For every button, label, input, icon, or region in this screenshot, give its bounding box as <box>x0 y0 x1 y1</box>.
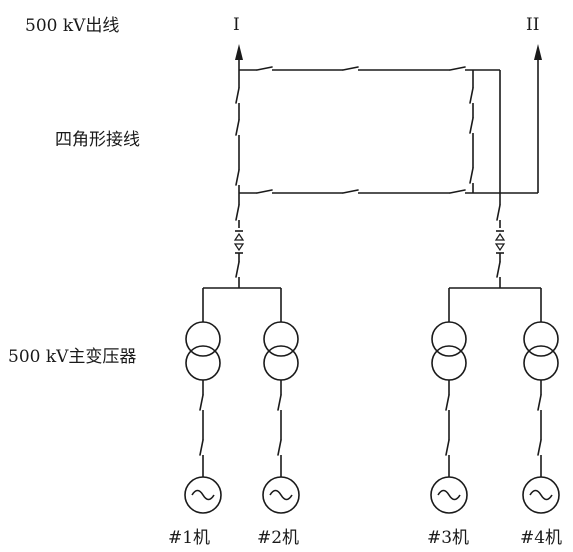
right-transformer-branch <box>448 204 542 322</box>
transformer-4 <box>523 321 559 381</box>
generator-feeder-1 <box>199 380 204 477</box>
generator-4-label: #4机 <box>520 528 562 548</box>
generator-feeder-3 <box>445 380 450 477</box>
left-transformer-branch <box>202 204 282 322</box>
transformer-3 <box>431 321 467 381</box>
transformer-1 <box>185 321 221 381</box>
four-corner-ring <box>239 66 538 205</box>
generator-3-label: #3机 <box>427 528 469 548</box>
generator-3 <box>430 476 468 514</box>
main-transformers-label: 500 kV主变压器 <box>8 347 136 367</box>
generator-4 <box>522 476 560 514</box>
transformer-2 <box>263 321 299 381</box>
generator-feeder-4 <box>537 380 542 477</box>
generator-1 <box>184 476 222 514</box>
outgoing-line-1 <box>235 44 243 205</box>
line-1-numeral: I <box>233 15 240 35</box>
line-2-numeral: II <box>526 15 539 35</box>
generator-2-label: #2机 <box>257 528 299 548</box>
generator-2 <box>262 476 300 514</box>
four-corner-connection-label: 四角形接线 <box>55 130 140 150</box>
generator-1-label: #1机 <box>168 528 210 548</box>
outgoing-lines-label: 500 kV出线 <box>25 16 119 36</box>
generator-feeder-2 <box>277 380 282 477</box>
outgoing-line-2 <box>534 44 542 193</box>
